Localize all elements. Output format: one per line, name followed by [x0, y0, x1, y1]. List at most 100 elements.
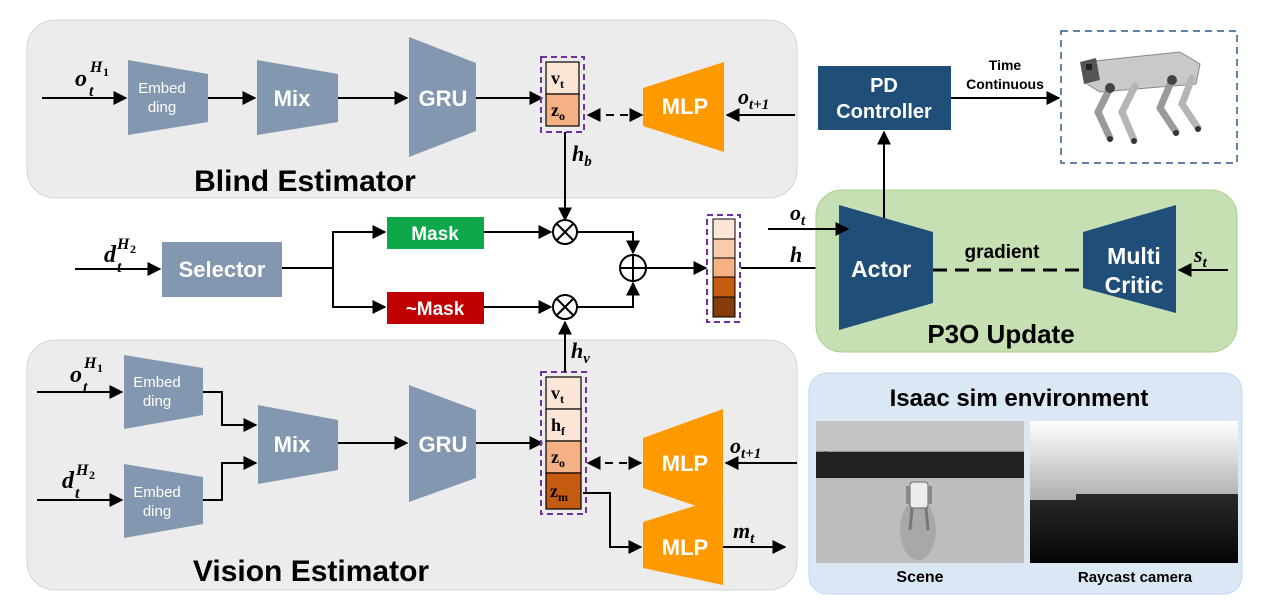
vision-input-o-sub: t — [83, 379, 88, 396]
vision-cell-zm — [545, 472, 582, 510]
not-mask-block — [387, 292, 484, 324]
blind-gru-label: GRU — [419, 86, 468, 111]
vision-input-d-label: d — [62, 468, 75, 494]
embed2-to-mix — [203, 456, 258, 501]
selector-input-sub: t — [117, 259, 122, 276]
blind-cell-vt — [545, 61, 580, 95]
h-cell-4 — [712, 276, 736, 298]
vision-embedding-block-1 — [124, 355, 203, 429]
h-cell-5 — [712, 296, 736, 318]
vision-mlp-label: MLP — [662, 451, 708, 476]
vision-input-o-sup: H — [83, 355, 97, 372]
multiply-op-top — [552, 219, 578, 245]
vision-cell-vt — [545, 376, 582, 410]
blind-input-sub: t — [89, 83, 94, 100]
critic-label-1: Multi — [1107, 243, 1161, 269]
blind-hb-label: hb — [572, 141, 592, 170]
mask-label: Mask — [411, 224, 459, 245]
blind-mix-block — [257, 60, 338, 135]
vision-latent-frame — [540, 371, 587, 515]
actor-label: Actor — [851, 256, 911, 282]
blind-mlp-block — [643, 62, 724, 152]
vision-cell-zo-label: zo — [551, 447, 565, 470]
scene-caption: Scene — [896, 569, 943, 586]
vision-embedding-1-label-2: ding — [143, 393, 171, 410]
embed1-to-mix — [203, 391, 258, 432]
selector-input-sup: H — [116, 236, 130, 253]
selector-block — [162, 242, 282, 297]
blind-input-sup-sub: 1 — [103, 65, 109, 79]
h-cell-2 — [712, 238, 736, 259]
blind-embedding-label-1: Embed — [138, 80, 186, 97]
blind-input-label: o — [75, 66, 87, 92]
robot-image — [1060, 30, 1238, 164]
vision-input-d-sup-sub: 2 — [89, 468, 95, 482]
p3o-panel: P3O Update Actor Multi Critic gradient o… — [768, 130, 1238, 353]
critic-block — [1083, 205, 1176, 313]
vision-cell-hf — [545, 408, 582, 442]
pd-controller: PD Controller Time Continuous — [818, 57, 1061, 130]
vision-cell-zm-label: zm — [550, 481, 568, 504]
vision-mlp2-block — [643, 497, 723, 585]
vision-cell-vt-label: vt — [551, 383, 564, 406]
vision-embedding-2-label-2: ding — [143, 503, 171, 520]
add-op — [619, 254, 647, 282]
blind-input-sup: H — [89, 59, 103, 76]
blind-mlp-input-label: ot+1 — [738, 84, 769, 113]
vision-mix-label: Mix — [274, 432, 311, 457]
selector-row: d t H 2 Selector Mask ~Mask — [75, 214, 842, 324]
blind-estimator-title: Blind Estimator — [194, 165, 416, 198]
mult-bottom-to-add — [577, 281, 640, 308]
pd-label-1: PD — [870, 75, 898, 97]
vision-embedding-2-label-1: Embed — [133, 484, 181, 501]
isaac-sim-panel: Isaac sim environment Scene Raycast came… — [808, 372, 1243, 595]
zm-to-mlp2 — [583, 492, 643, 554]
h-label: h — [790, 242, 802, 267]
ot-label: ot — [790, 200, 806, 229]
vision-input-d-sup: H — [75, 462, 89, 479]
raycast-image — [1030, 421, 1238, 563]
blind-mlp-label: MLP — [662, 94, 708, 119]
vision-embedding-1-label-1: Embed — [133, 374, 181, 391]
vision-gru-block — [409, 385, 476, 502]
actor-block — [839, 205, 933, 330]
time-label-2: Continuous — [966, 76, 1044, 92]
selector-to-notmask — [332, 268, 387, 314]
selector-label: Selector — [179, 257, 266, 282]
gradient-label: gradient — [965, 242, 1041, 263]
isaac-sim-title: Isaac sim environment — [890, 385, 1149, 412]
raycast-caption: Raycast camera — [1078, 569, 1193, 586]
blind-embedding-label-2: ding — [148, 99, 176, 116]
scene-image — [816, 421, 1024, 563]
vision-estimator-title: Vision Estimator — [193, 555, 430, 588]
st-label: st — [1193, 242, 1208, 271]
vision-embedding-block-2 — [124, 464, 203, 538]
blind-mix-label: Mix — [274, 86, 311, 111]
blind-cell-vt-label: vt — [551, 68, 564, 91]
h-cell-3 — [712, 257, 736, 278]
vision-estimator-panel: Vision Estimator o t H 1 d t H 2 Embed d… — [26, 320, 798, 591]
blind-latent-frame — [540, 56, 585, 133]
not-mask-label: ~Mask — [406, 299, 465, 320]
vision-mlp-block — [643, 409, 723, 515]
time-label-1: Time — [989, 57, 1022, 73]
vision-input-d-sub: t — [75, 485, 80, 502]
p3o-title: P3O Update — [927, 319, 1074, 349]
blind-estimator-panel: Blind Estimator o t H 1 Embed ding Mix G… — [26, 19, 798, 222]
vision-mlp-input-label: ot+1 — [730, 433, 761, 462]
selector-input-label: d — [104, 242, 117, 268]
mult-top-to-add — [577, 231, 640, 255]
blind-gru-block — [409, 37, 476, 157]
vision-mix-block — [258, 405, 338, 484]
mask-block — [387, 217, 484, 249]
vision-cell-hf-label: hf — [551, 415, 566, 438]
selector-to-mask — [332, 225, 387, 268]
mlp2-output-label: mt — [733, 518, 755, 547]
vision-hv-label: hv — [571, 338, 590, 367]
vision-gru-label: GRU — [419, 432, 468, 457]
blind-embedding-block — [128, 60, 208, 135]
blind-cell-zo — [545, 93, 580, 127]
vision-input-o-label: o — [70, 362, 82, 388]
selector-input-sup-sub: 2 — [130, 242, 136, 256]
